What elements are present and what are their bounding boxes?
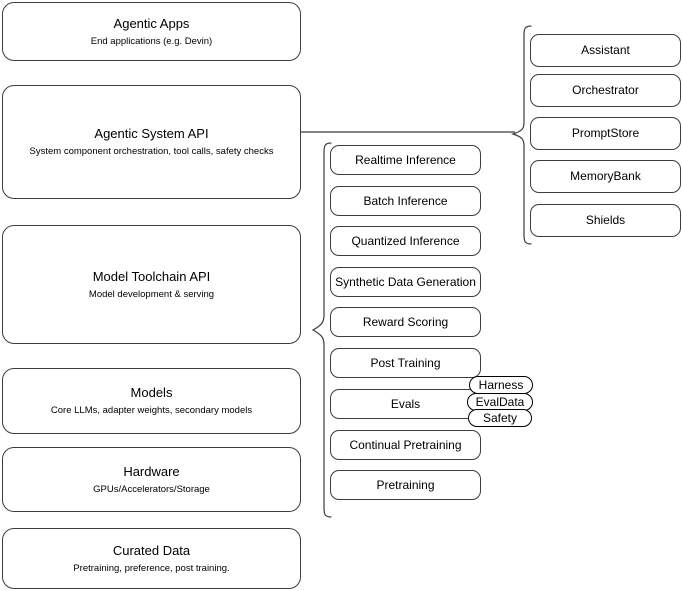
layer-agentic-apps[interactable]: Agentic Apps End applications (e.g. Devi… [2, 2, 301, 61]
chip-label: Realtime Inference [355, 152, 456, 167]
chip-label: Synthetic Data Generation [335, 274, 476, 289]
chip-label: Post Training [370, 355, 441, 370]
chip-label: Orchestrator [572, 83, 639, 97]
pill-label: EvalData [475, 395, 525, 409]
layer-title: Curated Data [112, 542, 191, 558]
layer-models[interactable]: Models Core LLMs, adapter weights, secon… [2, 368, 301, 434]
layer-subtitle: Core LLMs, adapter weights, secondary mo… [50, 405, 253, 416]
chip-orchestrator[interactable]: Orchestrator [530, 74, 681, 107]
layer-title: Agentic Apps [113, 15, 190, 31]
chip-quantized-inference[interactable]: Quantized Inference [330, 226, 481, 256]
chip-batch-inference[interactable]: Batch Inference [330, 186, 481, 216]
pill-label: Safety [482, 411, 518, 425]
pill-harness[interactable]: Harness [469, 376, 533, 394]
chip-synthetic-data-generation[interactable]: Synthetic Data Generation [330, 267, 481, 297]
layer-title: Models [130, 385, 173, 400]
layer-curated-data[interactable]: Curated Data Pretraining, preference, po… [2, 528, 301, 589]
connector-system-api-to-components [301, 126, 516, 140]
layer-model-toolchain-api[interactable]: Model Toolchain API Model development & … [2, 225, 301, 344]
chip-label: Batch Inference [363, 193, 448, 208]
chip-label: Reward Scoring [362, 314, 449, 329]
layer-agentic-system-api[interactable]: Agentic System API System component orch… [2, 85, 301, 199]
chip-pretraining[interactable]: Pretraining [330, 470, 481, 500]
chip-label: Assistant [581, 43, 630, 57]
layer-title: Model Toolchain API [92, 268, 211, 284]
layer-hardware[interactable]: Hardware GPUs/Accelerators/Storage [2, 447, 301, 512]
layer-title: Agentic System API [94, 126, 209, 141]
layer-subtitle: System component orchestration, tool cal… [29, 146, 274, 157]
chip-promptstore[interactable]: PromptStore [530, 117, 681, 150]
chip-label: Continual Pretraining [349, 437, 462, 452]
pill-label: Harness [478, 378, 524, 392]
chip-realtime-inference[interactable]: Realtime Inference [330, 145, 481, 175]
chip-label: MemoryBank [570, 169, 641, 183]
chip-label: Evals [390, 396, 421, 411]
chip-post-training[interactable]: Post Training [330, 348, 481, 378]
chip-label: Quantized Inference [351, 233, 460, 248]
chip-memorybank[interactable]: MemoryBank [530, 160, 681, 193]
chip-label: Pretraining [376, 477, 435, 492]
chip-evals[interactable]: Evals [330, 389, 481, 419]
layer-title: Hardware [123, 463, 180, 479]
chip-label: PromptStore [571, 126, 640, 140]
chip-reward-scoring[interactable]: Reward Scoring [330, 307, 481, 337]
chip-label: Shields [585, 213, 626, 227]
layer-subtitle: Pretraining, preference, post training. [73, 562, 230, 574]
layer-subtitle: GPUs/Accelerators/Storage [93, 483, 210, 495]
chip-shields[interactable]: Shields [530, 204, 681, 237]
pill-safety[interactable]: Safety [468, 409, 532, 427]
chip-continual-pretraining[interactable]: Continual Pretraining [330, 430, 481, 460]
chip-assistant[interactable]: Assistant [530, 34, 681, 67]
layer-subtitle: Model development & serving [88, 288, 215, 300]
layer-subtitle: End applications (e.g. Devin) [90, 35, 213, 47]
